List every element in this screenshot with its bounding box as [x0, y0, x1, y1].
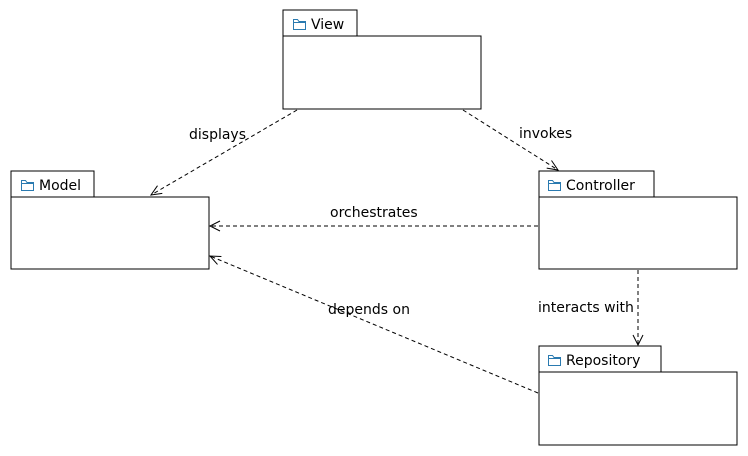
- dependency-view-model: displays: [149, 109, 298, 196]
- dependency-line: [209, 255, 539, 394]
- package-body: [538, 196, 738, 270]
- folder-icon: [293, 19, 306, 30]
- dependency-line: [462, 109, 559, 171]
- dependency-controller-model: orchestrates: [208, 205, 538, 232]
- folder-icon: [548, 180, 561, 191]
- dependency-label-displays: displays: [189, 127, 246, 143]
- package-name: Model: [39, 178, 81, 194]
- package-name: Controller: [566, 178, 635, 194]
- package-name: Repository: [566, 353, 640, 369]
- package-controller[interactable]: Controller: [538, 170, 738, 270]
- dependency-label-interacts-with: interacts with: [538, 300, 634, 316]
- arrow-head: [546, 160, 560, 171]
- dependency-controller-repository: interacts with: [538, 270, 644, 347]
- package-tab: [10, 170, 95, 198]
- dependency-label-orchestrates: orchestrates: [330, 205, 418, 221]
- dependency-repository-model: depends on: [208, 255, 539, 394]
- package-body: [538, 371, 738, 446]
- arrow-head: [149, 185, 163, 196]
- package-body: [10, 196, 210, 270]
- dependency-view-controller: invokes: [462, 109, 572, 171]
- package-view[interactable]: View: [282, 9, 482, 110]
- package-model[interactable]: Model: [10, 170, 210, 270]
- arrow-head: [208, 255, 222, 265]
- package-repository[interactable]: Repository: [538, 345, 738, 446]
- arrow-head: [632, 334, 644, 347]
- dependency-line: [150, 109, 298, 196]
- dependency-label-depends-on: depends on: [328, 302, 410, 318]
- folder-icon: [548, 355, 561, 366]
- arrow-head: [208, 220, 221, 232]
- dependency-label-invokes: invokes: [519, 126, 572, 142]
- package-name: View: [311, 17, 344, 33]
- folder-icon: [21, 180, 34, 191]
- package-body: [282, 35, 482, 110]
